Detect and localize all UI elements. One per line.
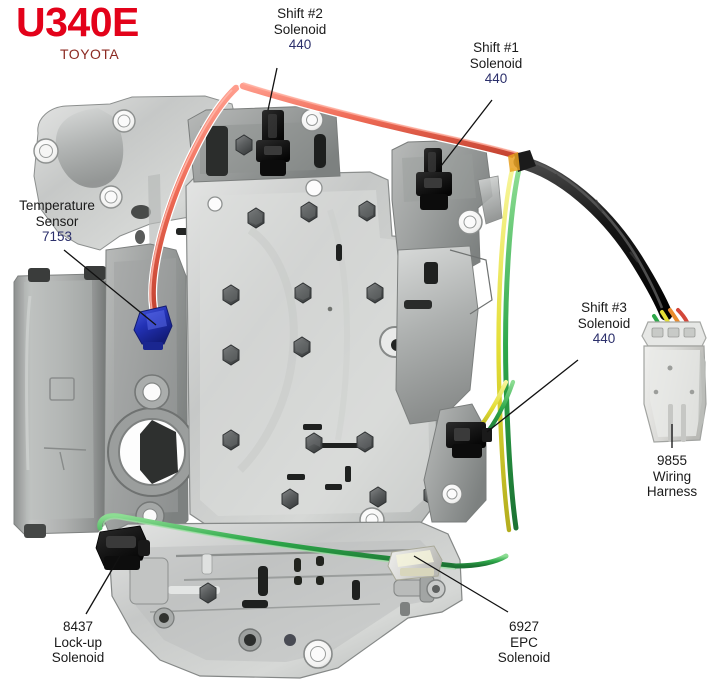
- shift-1-solenoid-part-number: 440: [484, 71, 508, 87]
- leader-lines: [63, 67, 673, 615]
- shift-2-solenoid-line-1: Shift #2: [277, 6, 323, 21]
- shift-2-solenoid-label: Shift #2 Solenoid 440: [252, 6, 348, 53]
- wire-harness-sheath: [508, 150, 675, 323]
- lock-up-solenoid-line-2: Solenoid: [51, 650, 105, 666]
- leader-shift1: [440, 99, 493, 167]
- wire-red-temperature: [148, 83, 241, 323]
- shift-1-solenoid-line-2: Solenoid: [469, 55, 523, 71]
- shift-2-solenoid-connector: [256, 110, 290, 176]
- shift-1-solenoid-label: Shift #1 Solenoid 440: [448, 40, 544, 87]
- leader-shift2: [267, 67, 278, 111]
- wiring-harness-part-number: 9855: [656, 453, 688, 468]
- shift-3-solenoid-connector: [446, 422, 492, 458]
- epc-solenoid-line-1: EPC: [510, 634, 538, 650]
- epc-solenoid-line-2: Solenoid: [497, 650, 551, 666]
- shift-2-solenoid-part-number: 440: [288, 37, 312, 53]
- shift-3-solenoid-part-number: 440: [592, 331, 616, 347]
- wire-red-upper-run: [238, 81, 529, 163]
- accumulator-housing: [13, 266, 109, 538]
- lock-up-solenoid-line-1: Lock-up: [53, 634, 103, 650]
- epc-solenoid-part-number: 6927: [508, 619, 540, 634]
- wiring-harness-label: 9855 Wiring Harness: [626, 453, 718, 500]
- temperature-sensor-label: Temperature Sensor 7153: [2, 198, 112, 245]
- leader-epc: [413, 555, 509, 613]
- wiring-harness-line-1: Wiring: [652, 468, 692, 484]
- temperature-sensor-line-2: Sensor: [35, 213, 79, 229]
- epc-solenoid-connector: [387, 545, 443, 581]
- epc-solenoid-label: 6927 EPC Solenoid: [476, 619, 572, 666]
- center-left-casting: [103, 243, 197, 541]
- shift-1-solenoid-line-1: Shift #1: [473, 40, 519, 55]
- brand-subtitle: TOYOTA: [60, 46, 120, 62]
- lock-up-solenoid-label: 8437 Lock-up Solenoid: [30, 619, 126, 666]
- leader-shift3: [486, 359, 579, 433]
- temperature-sensor-part-number: 7153: [41, 229, 73, 245]
- shift-3-solenoid-line-2: Solenoid: [577, 315, 631, 331]
- wiring-harness-line-2: Harness: [646, 484, 698, 500]
- shift-3-solenoid-label: Shift #3 Solenoid 440: [556, 300, 652, 347]
- shift-2-solenoid-line-2: Solenoid: [273, 21, 327, 37]
- shift-3-solenoid-line-1: Shift #3: [581, 300, 627, 315]
- lock-up-solenoid-connector: [95, 525, 150, 570]
- lock-up-solenoid-part-number: 8437: [62, 619, 94, 634]
- wiring-harness-connector: [641, 321, 707, 443]
- lower-valve-body: [107, 521, 463, 679]
- shift-1-solenoid-connector: [416, 148, 452, 210]
- temperature-sensor-line-1: Temperature: [19, 198, 95, 213]
- leader-temp: [63, 249, 157, 326]
- leader-lockup: [85, 555, 121, 615]
- model-title: U340E: [16, 0, 139, 45]
